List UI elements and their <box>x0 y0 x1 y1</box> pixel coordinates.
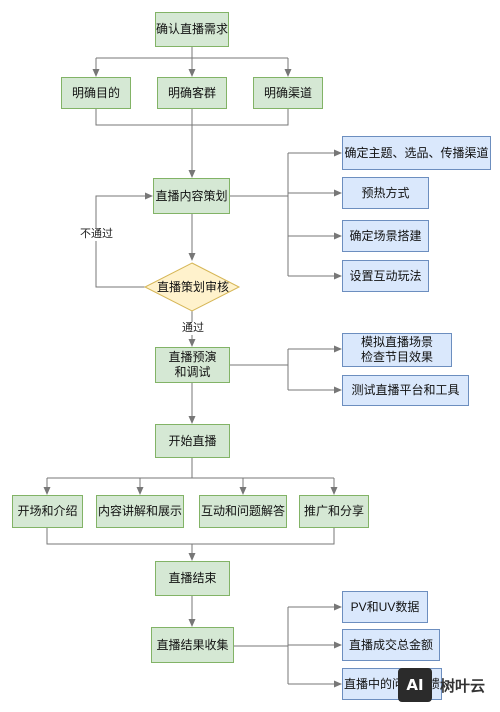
node-collect-results: 直播结果收集 <box>151 627 234 663</box>
node-content-planning: 直播内容策划 <box>153 178 230 214</box>
side-planning-topic: 确定主题、选品、传播渠道 <box>342 136 491 170</box>
node-confirm-needs: 确认直播需求 <box>155 12 229 47</box>
node-define-goal: 明确目的 <box>61 77 131 109</box>
edge-label-fail: 不通过 <box>78 228 115 241</box>
node-opening-intro: 开场和介绍 <box>12 495 83 528</box>
side-planning-scene: 确定场景搭建 <box>342 220 429 252</box>
watermark-logo-icon: AI <box>398 668 432 702</box>
connector <box>46 528 335 545</box>
node-define-audience: 明确客群 <box>157 77 227 109</box>
node-interaction-qa: 互动和问题解答 <box>199 495 287 528</box>
node-promotion-share: 推广和分享 <box>299 495 369 528</box>
watermark: AI 树叶云 <box>398 666 496 704</box>
connector-arrow <box>95 192 153 288</box>
side-planning-interaction: 设置互动玩法 <box>342 260 429 292</box>
side-rehearsal-test: 测试直播平台和工具 <box>342 375 469 406</box>
review-decision-diamond <box>143 262 241 312</box>
node-define-channels: 明确渠道 <box>253 77 323 109</box>
node-start-live: 开始直播 <box>155 424 230 458</box>
edge-label-pass: 通过 <box>180 322 206 335</box>
side-planning-warmup: 预热方式 <box>342 177 429 209</box>
node-planning-review-label: 直播策划审核 <box>156 279 229 294</box>
side-results-pv-uv: PV和UV数据 <box>342 591 428 623</box>
watermark-brand: 树叶云 <box>440 677 486 695</box>
node-content-explain: 内容讲解和展示 <box>96 495 184 528</box>
node-rehearsal: 直播预演和调试 <box>155 347 230 383</box>
side-rehearsal-simulate: 模拟直播场景 检查节目效果 <box>342 333 452 367</box>
side-results-gmv: 直播成交总金额 <box>342 629 440 661</box>
node-end-live: 直播结束 <box>155 561 230 596</box>
